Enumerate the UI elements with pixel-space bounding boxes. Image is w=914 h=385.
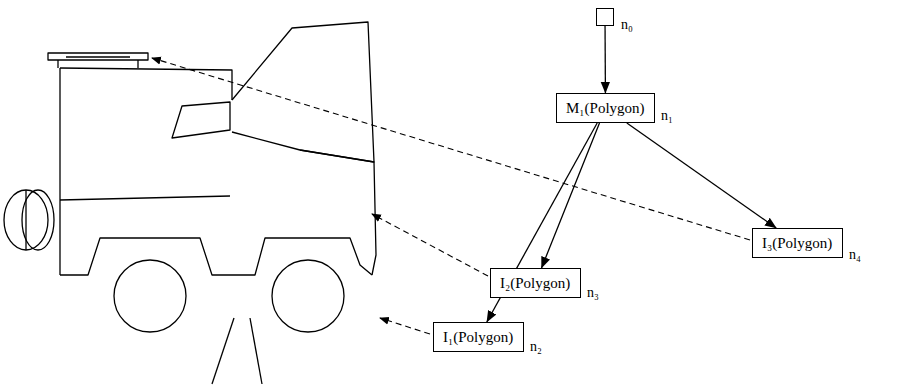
node-id-label: n₁ <box>661 108 673 124</box>
roof-rack <box>48 53 148 60</box>
node-id-label: n₂ <box>530 339 542 355</box>
body-front <box>300 150 376 275</box>
spare-tire-hub <box>25 190 26 250</box>
ground-line <box>250 318 262 384</box>
image-box: I₃(Polygon)n₄ <box>752 228 843 258</box>
spare-tire-rim <box>22 190 54 250</box>
node-id-label: n₄ <box>849 247 861 263</box>
tree-edge <box>604 26 606 93</box>
tree-edge <box>627 123 776 228</box>
tree-edge <box>542 123 600 268</box>
node-id-label: n₀ <box>621 17 633 33</box>
body-rear <box>59 68 60 275</box>
ground-line <box>212 318 234 384</box>
tree-edge <box>487 123 597 322</box>
node-id-label: n₃ <box>587 285 599 301</box>
node-label: I₃(Polygon) <box>753 229 842 257</box>
body-line <box>60 196 230 200</box>
leader-arrow <box>372 214 488 276</box>
rack-rail <box>66 56 130 57</box>
node-label: M₁(Polygon) <box>557 94 654 122</box>
cab-roof <box>60 68 232 100</box>
rack-leg <box>57 60 58 68</box>
model-box: M₁(Polygon)n₁ <box>556 93 655 123</box>
node-label: I₁(Polygon) <box>434 323 523 351</box>
window <box>172 102 230 138</box>
root-box: n₀ <box>596 8 614 26</box>
image-box: I₁(Polygon)n₂ <box>433 322 524 352</box>
leader-arrow <box>152 58 750 240</box>
rack-leg <box>137 60 138 68</box>
image-box: I₂(Polygon)n₃ <box>490 268 581 298</box>
leader-arrow <box>380 318 430 334</box>
rear-wheel <box>114 260 186 332</box>
raised-hood <box>232 22 374 162</box>
node-label: I₂(Polygon) <box>491 269 580 297</box>
spare-tire <box>4 190 48 250</box>
body-lower <box>60 238 372 275</box>
front-wheel <box>272 260 344 332</box>
